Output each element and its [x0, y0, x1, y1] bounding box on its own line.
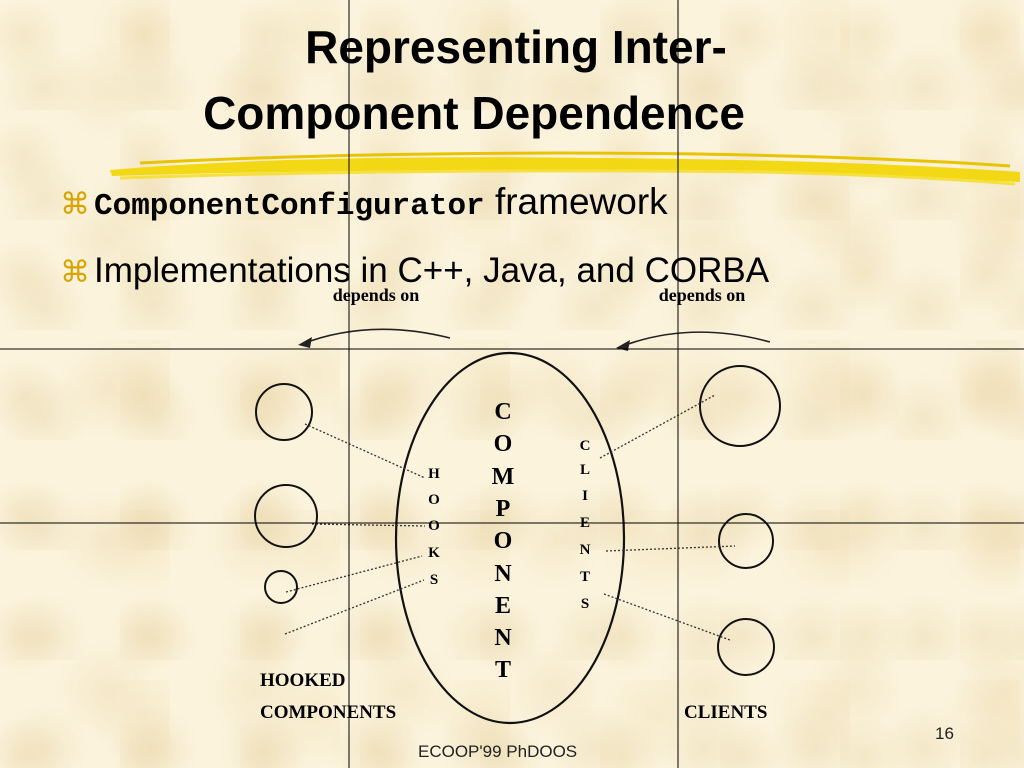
component-letters: C O M P O N E N T — [492, 399, 515, 683]
depends-arrow-right — [619, 331, 771, 348]
hooked-component-circle — [254, 484, 318, 548]
client-connector-line — [605, 545, 736, 552]
component-ellipse — [394, 351, 626, 725]
clients-letter: C — [580, 438, 591, 454]
depends-arrow-left — [301, 328, 451, 345]
clients-letters: C L I E N T S — [580, 438, 591, 612]
component-letter: O — [494, 431, 513, 457]
hooks-letter: H — [428, 466, 440, 482]
bullet-symbol-icon: ⌘ — [60, 188, 90, 221]
bullet-text: framework — [484, 181, 668, 222]
title-highlight-stroke — [110, 151, 1020, 186]
client-circle — [717, 618, 775, 676]
hooks-letter: K — [428, 545, 440, 561]
hook-connector-line — [284, 579, 425, 635]
bullet-item-implementations: ⌘Implementations in C++, Java, and CORBA — [60, 253, 769, 288]
client-circle — [718, 513, 774, 569]
bullet-item-framework: ⌘ComponentConfigurator framework — [60, 183, 668, 222]
bullet-code-text: ComponentConfigurator — [94, 189, 485, 224]
bullet-text: Implementations in C++, Java, and CORBA — [94, 251, 770, 290]
client-connector-line — [599, 394, 716, 459]
clients-letter: S — [581, 596, 589, 612]
arrowhead-right — [616, 340, 630, 351]
slide-title-line1: Representing Inter- — [305, 21, 727, 73]
component-letter: O — [494, 528, 513, 554]
clients-letter: I — [582, 488, 588, 504]
arrowhead-left — [298, 337, 312, 348]
slide-title-line2: Component Dependence — [203, 87, 745, 139]
hooks-letter: O — [428, 518, 440, 534]
hook-connector-line — [304, 423, 426, 479]
component-letter: E — [495, 593, 511, 619]
clients-letter: N — [580, 542, 591, 558]
bullet-symbol-icon: ⌘ — [60, 256, 90, 289]
component-letter: N — [494, 561, 512, 587]
client-connector-line — [603, 593, 731, 641]
hook-connectors — [284, 423, 426, 635]
hook-connector-line — [311, 523, 426, 527]
hooked-label-line1: HOOKED — [260, 670, 346, 691]
clients-letter: L — [580, 462, 590, 478]
component-letter: M — [492, 464, 515, 490]
hooked-component-circle — [255, 383, 313, 441]
depends-on-label-right: depends on — [659, 285, 746, 305]
hooks-letter: O — [428, 492, 440, 508]
component-letter: T — [495, 657, 511, 683]
page-number: 16 — [935, 724, 954, 743]
client-circle — [699, 365, 781, 447]
hook-connector-line — [285, 555, 423, 593]
hooks-letters: H O O K S — [428, 466, 440, 588]
clients-letter: T — [580, 569, 590, 585]
component-letter: C — [494, 399, 511, 425]
hooks-letter: S — [430, 572, 438, 588]
clients-label: CLIENTS — [684, 702, 767, 723]
depends-on-label-left: depends on — [333, 285, 420, 305]
hooked-component-circle — [264, 570, 298, 604]
hooked-label-line2: COMPONENTS — [260, 702, 396, 723]
component-letter: N — [494, 625, 512, 651]
component-letter: P — [496, 496, 511, 522]
slide-footer: ECOOP'99 PhDOOS — [418, 742, 578, 761]
client-connectors — [599, 394, 736, 641]
